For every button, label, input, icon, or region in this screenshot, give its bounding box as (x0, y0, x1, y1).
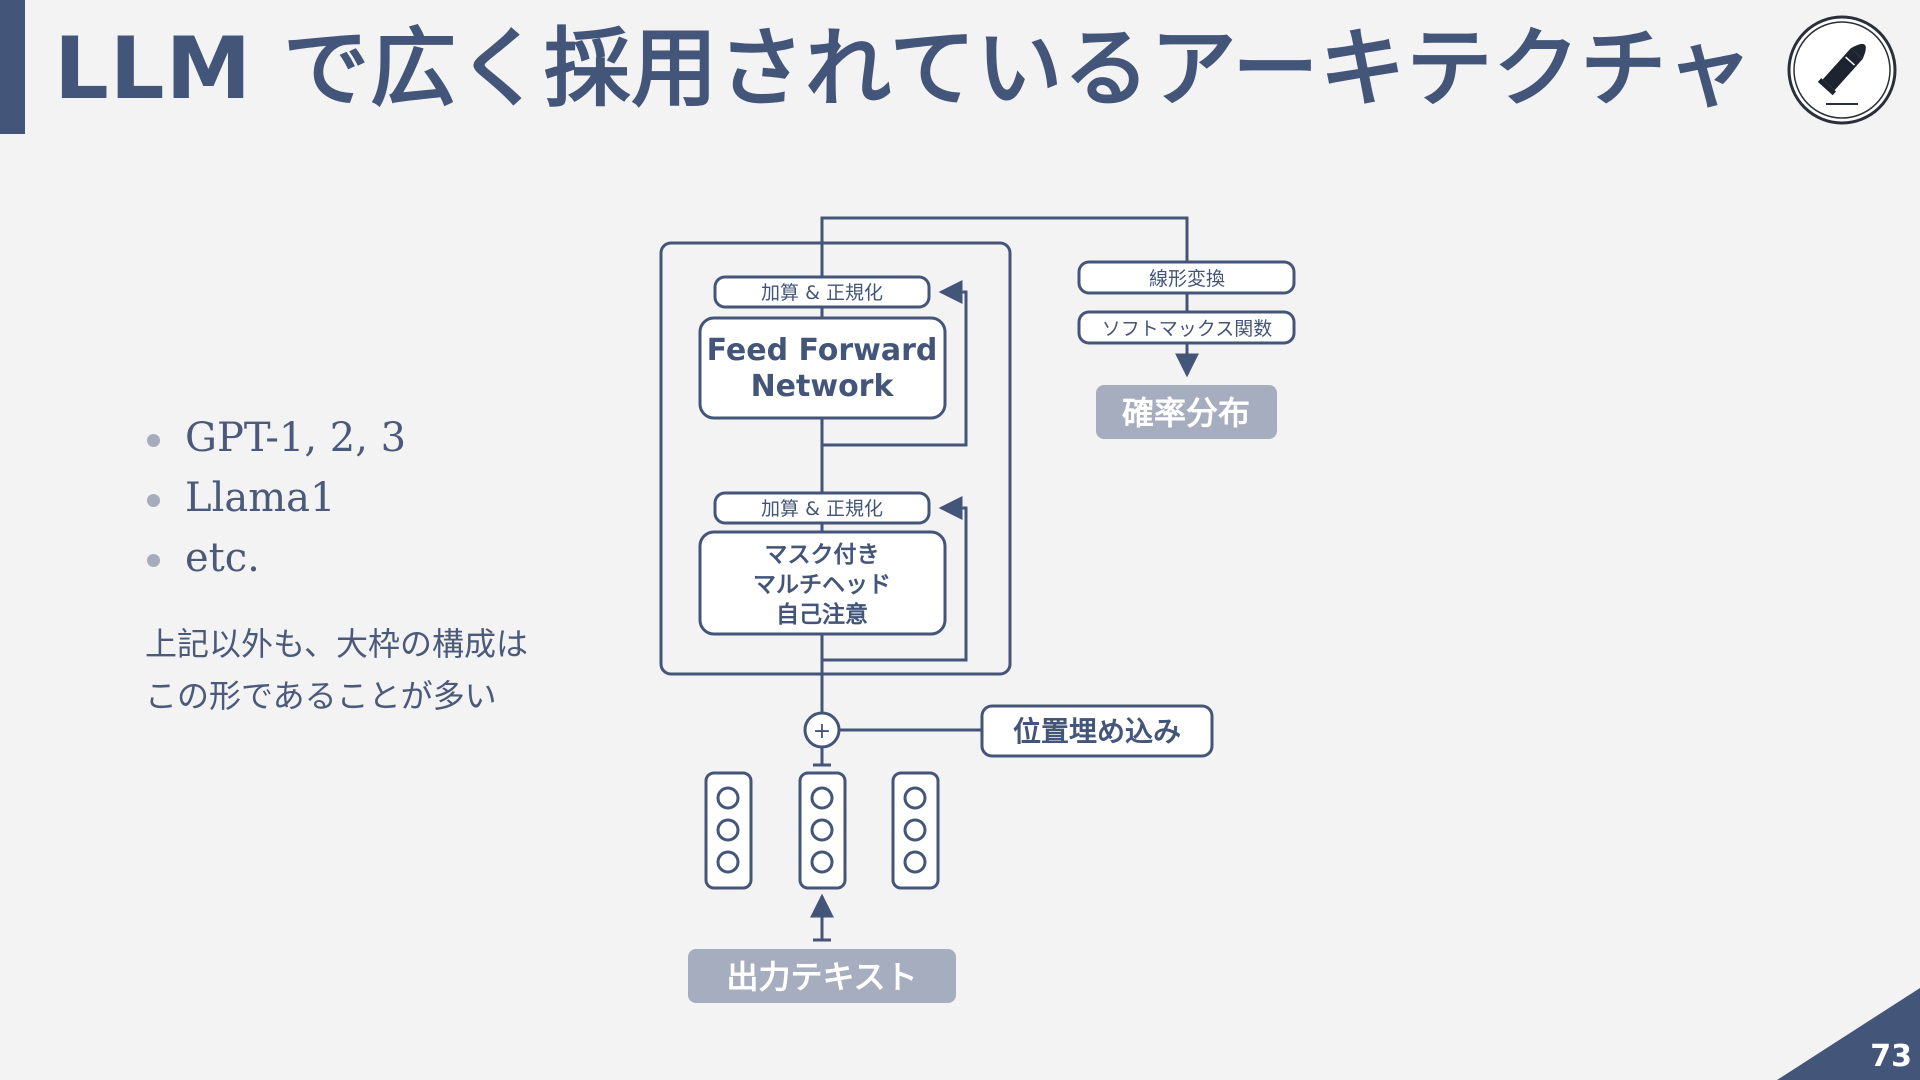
positional-embedding-box (980, 704, 1214, 758)
bullet-dot (147, 434, 160, 447)
page-number: 73 (1870, 1039, 1912, 1074)
add-norm-bottom-label: 加算 & 正規化 (761, 498, 883, 520)
note-text: 上記以外も、大枠の構成は この形であることが多い (145, 618, 605, 722)
note-line: 上記以外も、大枠の構成は (145, 625, 529, 663)
bullet-item: GPT-1, 2, 3 (145, 408, 406, 468)
page-corner-triangle (1777, 988, 1920, 1080)
bullet-text: Llama1 (185, 475, 336, 521)
token-unit (903, 850, 927, 874)
linear-transform-label: 線形変換 (1149, 268, 1225, 290)
title-accent-bar (0, 0, 25, 134)
output-text-badge (688, 949, 956, 1003)
token-unit (716, 818, 740, 842)
token-unit (903, 818, 927, 842)
token-vectors (704, 771, 940, 890)
bullet-item: etc. (145, 528, 406, 588)
linear-transform-box (1077, 260, 1296, 295)
bullet-text: etc. (185, 535, 260, 581)
feed-forward-label-2: Network (751, 369, 895, 404)
residual-connection-top (822, 280, 968, 447)
token-unit (810, 850, 834, 874)
token-unit (810, 818, 834, 842)
bullet-item: Llama1 (145, 468, 406, 528)
add-norm-top-label: 加算 & 正規化 (761, 282, 883, 304)
output-text-label: 出力テキスト (726, 958, 917, 996)
feed-forward-label-1: Feed Forward (707, 333, 938, 368)
note-line: この形であることが多い (145, 677, 497, 715)
add-operator-circle (803, 711, 841, 749)
probability-distribution-label: 確率分布 (1122, 394, 1250, 432)
softmax-label: ソフトマックス関数 (1102, 318, 1272, 340)
bullet-cartridge-icon (1787, 15, 1897, 125)
bullet-list: GPT-1, 2, 3 Llama1 etc. (145, 408, 406, 588)
slide-title: LLM で広く採用されているアーキテクチャ (54, 19, 1754, 119)
output-connector (820, 216, 1189, 286)
positional-embedding-label: 位置埋め込み (1013, 715, 1181, 748)
residual-connection-bottom (822, 496, 968, 662)
token-unit (716, 786, 740, 810)
masked-attention-label-2: マルチヘッド (753, 572, 891, 598)
add-operator-symbol: + (813, 719, 831, 744)
add-norm-top-box (713, 275, 931, 309)
bullet-dot (147, 494, 160, 507)
decoder-block-frame (659, 241, 1012, 676)
token-unit (903, 786, 927, 810)
masked-attention-label-1: マスク付き (765, 542, 880, 568)
masked-attention-box (698, 530, 947, 636)
add-norm-bottom-box (713, 491, 931, 525)
token-unit (810, 786, 834, 810)
softmax-box (1077, 310, 1296, 345)
feed-forward-box (698, 316, 947, 420)
bullet-text: GPT-1, 2, 3 (185, 415, 407, 461)
probability-distribution-badge (1096, 385, 1277, 439)
masked-attention-label-3: 自己注意 (776, 601, 868, 628)
token-unit (716, 850, 740, 874)
bullet-dot (147, 554, 160, 567)
